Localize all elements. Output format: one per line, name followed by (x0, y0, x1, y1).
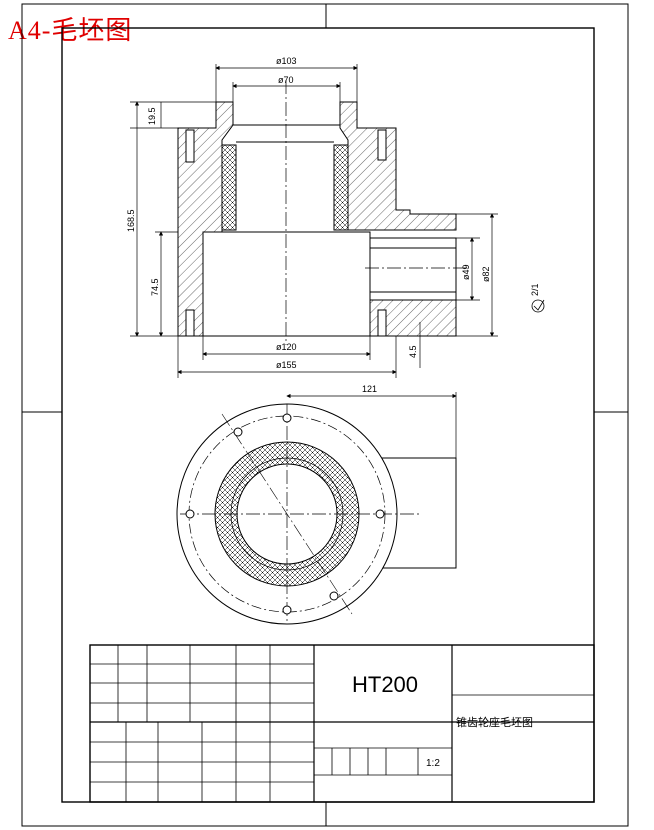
bolt-hole (375, 509, 385, 519)
material-label: HT200 (352, 672, 418, 697)
scale-label: 1:2 (426, 758, 440, 769)
dim-height-74-5: 74.5 (150, 278, 160, 296)
dim-height-19-5: 19.5 (147, 107, 157, 125)
dimension-lines (130, 64, 498, 458)
bolt-hole (282, 413, 292, 423)
bolt-hole (185, 509, 195, 519)
dim-diameter-103: ø103 (276, 56, 297, 66)
bolt-hole (282, 605, 292, 615)
bolt-hole (329, 591, 339, 601)
bolt-hole-top-left (185, 129, 195, 163)
right-bushing (333, 144, 349, 231)
sheet-title: A4-毛坯图 (8, 16, 133, 45)
section-view (177, 80, 470, 345)
lower-bore (202, 231, 371, 337)
dim-height-168-5: 168.5 (126, 209, 136, 232)
drawing-name-label: 锥齿轮座毛坯图 (456, 715, 533, 729)
dim-diameter-49: ø49 (461, 264, 471, 280)
title-block (89, 644, 595, 803)
plan-view (176, 403, 457, 625)
bolt-hole-top-right (377, 129, 387, 161)
surface-finish-symbol (531, 299, 545, 313)
surface-finish-note: 2/1 (530, 283, 540, 296)
right-wall-section (339, 101, 457, 231)
left-bushing (221, 144, 237, 231)
bolt-hole-bottom-left (185, 309, 195, 337)
side-boss-outline (380, 457, 457, 569)
dim-diameter-120: ø120 (276, 342, 297, 352)
dim-height-4-5: 4.5 (408, 345, 418, 358)
dim-diameter-82: ø82 (481, 266, 491, 282)
dim-width-121: 121 (362, 384, 377, 394)
bolt-hole-bottom-right (377, 309, 387, 337)
dim-diameter-70: ø70 (278, 75, 294, 85)
dim-diameter-155: ø155 (276, 360, 297, 370)
side-port-inner (369, 247, 457, 293)
side-port (369, 237, 457, 301)
bolt-hole (233, 427, 243, 437)
